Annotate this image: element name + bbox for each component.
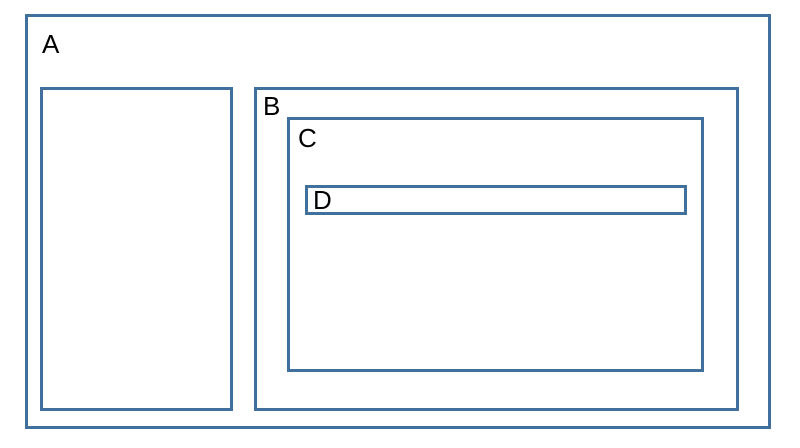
box-b <box>254 87 739 411</box>
label-c: C <box>298 123 317 153</box>
box-d <box>305 185 687 215</box>
box-a <box>25 14 771 429</box>
box-c <box>287 117 704 372</box>
label-d: D <box>313 185 332 215</box>
label-a: A <box>42 29 60 59</box>
box-side-panel <box>40 87 233 411</box>
label-b: B <box>263 91 281 121</box>
